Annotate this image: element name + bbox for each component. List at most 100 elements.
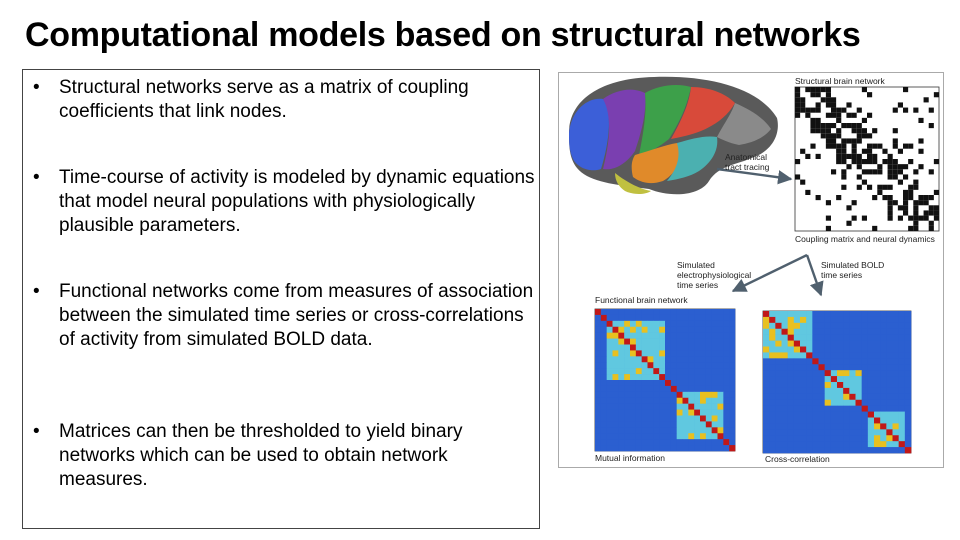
heatmap-cell <box>787 346 795 353</box>
heatmap-cell <box>775 376 782 383</box>
heatmap-cell <box>676 368 683 375</box>
heatmap-cell <box>806 370 813 377</box>
heatmap-cell <box>830 441 838 448</box>
heatmap-cell <box>800 328 807 335</box>
heatmap-cell <box>630 439 637 446</box>
heatmap-cell <box>793 399 801 406</box>
heatmap-cell <box>705 445 712 452</box>
heatmap-cell <box>647 421 654 428</box>
structural-matrix-cell <box>825 112 831 118</box>
structural-matrix-cell <box>887 159 893 165</box>
structural-matrix-cell <box>903 87 909 93</box>
heatmap-cell <box>630 332 637 339</box>
heatmap-cell <box>830 311 838 318</box>
heatmap-cell <box>824 358 832 365</box>
heatmap-cell <box>818 423 825 430</box>
heatmap-cell <box>830 364 838 371</box>
heatmap-cell <box>849 429 856 436</box>
heatmap-cell <box>641 362 648 369</box>
structural-matrix-cell <box>820 87 826 93</box>
structural-matrix-cell <box>918 117 924 123</box>
heatmap-cell <box>723 356 730 363</box>
heatmap-cell <box>682 415 689 422</box>
heatmap-cell <box>700 439 707 446</box>
structural-matrix-cell <box>820 97 826 103</box>
heatmap-cell <box>880 358 887 365</box>
structural-matrix-cell <box>851 123 857 129</box>
heatmap-cell <box>769 423 776 430</box>
heatmap-cell <box>892 441 899 448</box>
heatmap-cell <box>647 356 654 363</box>
heatmap-cell <box>769 447 776 454</box>
heatmap-cell <box>729 380 736 387</box>
heatmap-cell <box>682 374 689 381</box>
heatmap-cell <box>806 352 813 359</box>
heatmap-cell <box>769 399 776 406</box>
heatmap-cell <box>595 403 602 410</box>
heatmap-cell <box>670 374 677 381</box>
heatmap-cell <box>665 403 672 410</box>
heatmap-cell <box>670 309 677 316</box>
heatmap-cell <box>892 370 899 377</box>
heatmap-cell <box>641 368 648 375</box>
heatmap-cell <box>729 445 736 452</box>
heatmap-cell <box>711 391 718 399</box>
heatmap-cell <box>886 322 893 330</box>
heatmap-cell <box>806 447 813 454</box>
heatmap-cell <box>647 344 654 351</box>
heatmap-cell <box>606 309 613 316</box>
heatmap-cell <box>635 439 642 446</box>
heatmap-cell <box>729 368 736 375</box>
heatmap-cell <box>670 409 677 416</box>
heatmap-cell <box>688 385 695 393</box>
heatmap-cell <box>892 435 899 442</box>
heatmap-cell <box>729 374 736 381</box>
heatmap-cell <box>843 322 850 330</box>
heatmap-cell <box>861 411 869 418</box>
heatmap-cell <box>763 399 770 406</box>
heatmap-cell <box>723 445 730 452</box>
heatmap-cell <box>624 320 631 328</box>
heatmap-cell <box>694 415 701 422</box>
heatmap-cell <box>775 370 782 377</box>
bullet-dot: • <box>33 421 40 442</box>
heatmap-cell <box>830 376 838 383</box>
heatmap-cell <box>700 362 707 369</box>
heatmap-cell <box>729 397 736 404</box>
functional-network-title: Functional brain network <box>595 295 688 305</box>
heatmap-cell <box>837 435 844 442</box>
structural-matrix-cell <box>918 200 924 206</box>
heatmap-cell <box>837 346 844 353</box>
heatmap-cell <box>653 427 660 434</box>
heatmap-cell <box>763 417 770 424</box>
structural-matrix-cell <box>836 195 842 201</box>
brain-illustration <box>569 76 778 195</box>
heatmap-cell <box>855 316 862 324</box>
heatmap-cell <box>886 417 893 424</box>
heatmap-cell <box>717 445 724 452</box>
heatmap-cell <box>763 405 770 412</box>
heatmap-cell <box>861 382 869 389</box>
heatmap-cell <box>659 368 666 375</box>
heatmap-cell <box>653 439 660 446</box>
heatmap-cell <box>800 340 807 347</box>
heatmap-cell <box>723 415 730 422</box>
heatmap-cell <box>665 314 672 322</box>
heatmap-cell <box>904 423 912 430</box>
heatmap-cell <box>880 328 887 335</box>
heatmap-cell <box>892 328 899 335</box>
structural-matrix-cell <box>856 133 862 139</box>
heatmap-cell <box>630 338 637 345</box>
heatmap-cell <box>781 376 788 383</box>
heatmap-cell <box>867 441 875 448</box>
heatmap-cell <box>874 387 881 395</box>
heatmap-cell <box>837 423 844 430</box>
heatmap-cell <box>904 346 912 353</box>
heatmap-cell <box>659 320 666 328</box>
structural-matrix-cell <box>825 97 831 103</box>
heatmap-cell <box>653 326 660 333</box>
heatmap-cell <box>600 433 607 440</box>
heatmap-cell <box>806 340 813 347</box>
heatmap-cell <box>723 439 730 446</box>
heatmap-cell <box>793 346 801 353</box>
